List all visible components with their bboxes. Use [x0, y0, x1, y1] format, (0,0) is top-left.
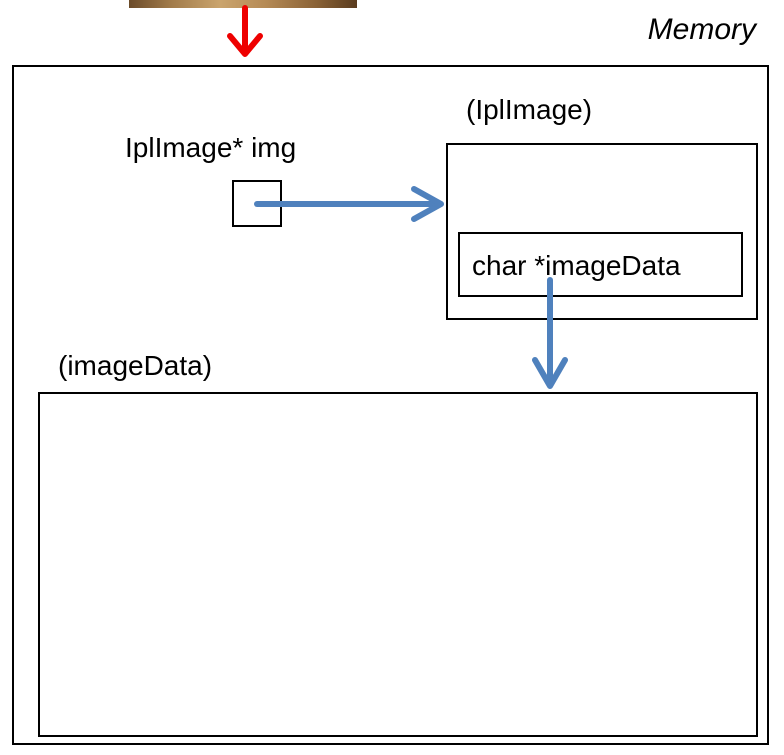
pointer-variable-box: [232, 180, 282, 227]
input-image-thumbnail: [129, 0, 357, 8]
imagedata-buffer-box: [38, 392, 758, 737]
memory-region: [12, 65, 769, 745]
iplimage-struct-label: (IplImage): [466, 94, 593, 125]
iplimage-struct-box: [446, 143, 758, 320]
imagedata-field-box: [458, 232, 743, 297]
imagedata-field-label: char *imageData: [472, 250, 681, 281]
imagedata-buffer-label: (imageData): [58, 350, 213, 381]
memory-label: Memory: [647, 13, 756, 46]
arrow-down-icon: [227, 5, 263, 57]
pointer-variable-label: IplImage* img: [125, 132, 297, 163]
